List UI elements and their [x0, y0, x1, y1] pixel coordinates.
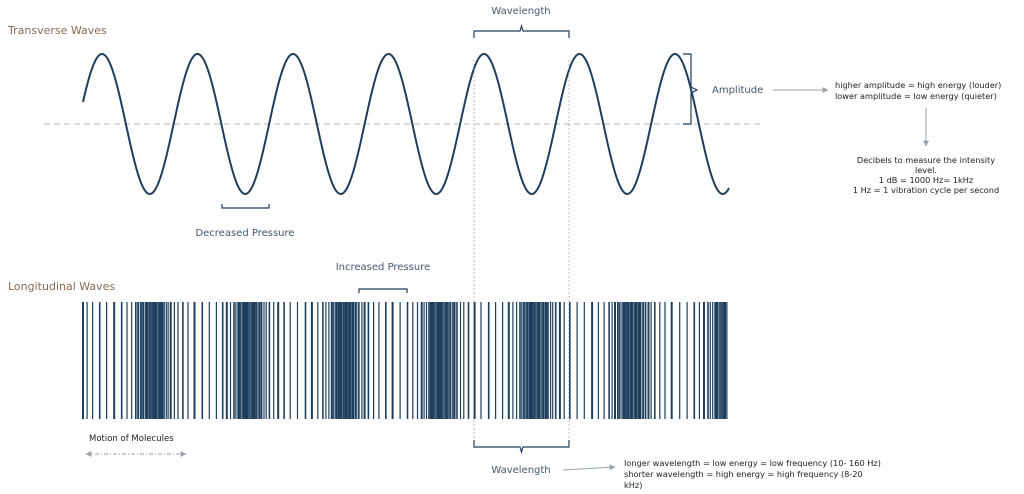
increased-pressure-label: Increased Pressure — [336, 262, 431, 273]
wavelength-bottom-label: Wavelength — [491, 465, 550, 476]
amplitude-note-higher: higher amplitude = high energy (louder) — [835, 80, 1001, 90]
decibel-note-line-2: level. — [915, 165, 937, 175]
wavelength-top-label: Wavelength — [491, 6, 550, 17]
amplitude-label: Amplitude — [712, 85, 763, 96]
decibel-note-line-4: 1 Hz = 1 vibration cycle per second — [853, 185, 999, 195]
wavelength-top-brace — [473, 23, 570, 38]
amplitude-brace — [683, 53, 699, 125]
longitudinal-title: Longitudinal Waves — [8, 280, 115, 293]
decreased-pressure-bracket — [221, 204, 270, 209]
decibel-note-line-1: Decibels to measure the intensity — [857, 155, 995, 165]
longitudinal-compression-lines — [82, 302, 728, 419]
decreased-pressure-label: Decreased Pressure — [195, 228, 294, 239]
wavelength-note-khz: kHz) — [624, 480, 642, 490]
motion-label: Motion of Molecules — [89, 434, 174, 444]
transverse-title: Transverse Waves — [7, 24, 107, 37]
increased-pressure-bracket — [358, 288, 408, 293]
decibel-note-line-3: 1 dB = 1000 Hz= 1kHz — [879, 175, 973, 185]
wavelength-note-shorter: shorter wavelength = high energy = high … — [624, 469, 863, 479]
amplitude-note-lower: lower amplitude = low energy (quieter) — [835, 91, 997, 101]
wavelength-arrow — [562, 464, 616, 471]
transverse-sine-wave — [82, 52, 730, 195]
wavelength-bottom-brace — [473, 440, 570, 455]
wavelength-note-longer: longer wavelength = low energy = low fre… — [624, 458, 881, 468]
